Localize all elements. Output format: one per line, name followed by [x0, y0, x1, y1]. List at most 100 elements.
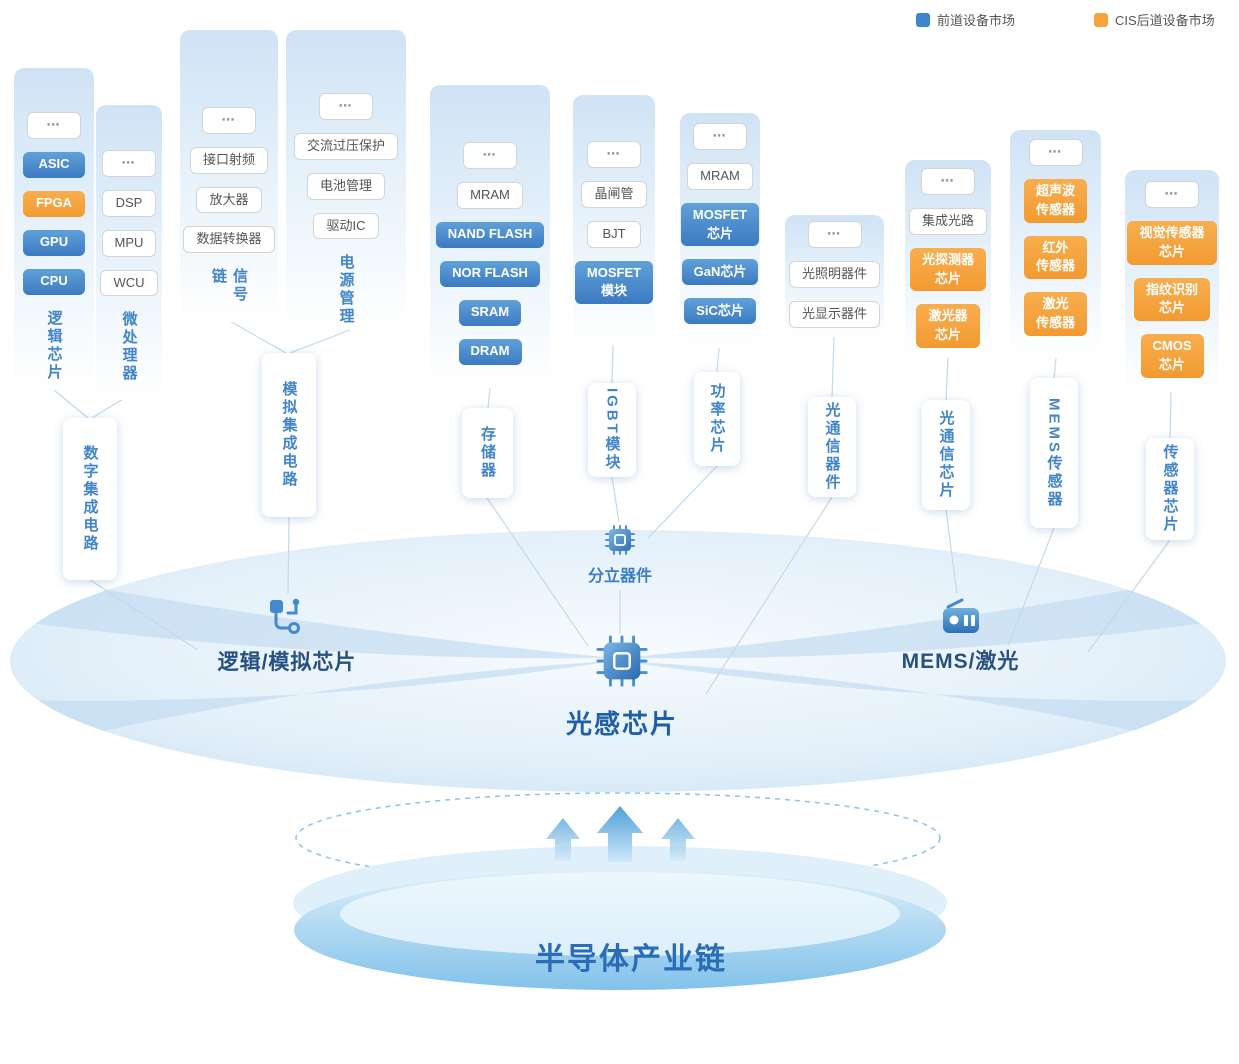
- chip-tag: 红外 传感器: [1023, 235, 1087, 280]
- column-mems-sensors: ⋯ 超声波 传感器 红外 传感器 激光 传感器: [1010, 130, 1101, 358]
- chip-tag: 晶闸管: [581, 180, 647, 208]
- chip-tag: MOSFET 芯片: [680, 202, 760, 247]
- legend-label: CIS后道设备市场: [1115, 13, 1215, 28]
- discrete-devices-node: 分立器件: [575, 524, 665, 586]
- legend-cis-backend-market: CIS后道设备市场: [1094, 10, 1215, 29]
- column-label-signal-chain: 信号链: [210, 268, 248, 305]
- more-button[interactable]: ⋯: [1145, 181, 1199, 208]
- more-button[interactable]: ⋯: [693, 123, 747, 150]
- more-button[interactable]: ⋯: [587, 141, 641, 168]
- chip-tag: DSP: [102, 189, 156, 217]
- chip-tag: WCU: [100, 269, 158, 297]
- chip-tag: ASIC: [23, 151, 85, 178]
- chip-tag: 驱动IC: [313, 212, 379, 240]
- chip-tag: GPU: [23, 229, 85, 256]
- industry-chain-title: 半导体产业链: [535, 943, 727, 976]
- column-igbt-module: ⋯ 晶闸管 BJT MOSFET 模块: [573, 95, 655, 345]
- group-igbt-module: IGBT模块: [588, 383, 636, 477]
- column-optical-chips: ⋯ 集成光路 光探测器 芯片 激光器 芯片: [905, 160, 991, 358]
- chip-tag: SRAM: [458, 299, 522, 326]
- hub-logic-analog-label: 逻辑/模拟芯片: [217, 651, 357, 674]
- chip-tag: 交流过压保护: [293, 132, 398, 160]
- more-button[interactable]: ⋯: [921, 168, 975, 195]
- connector-lines: [53, 319, 1172, 695]
- base-ellipse-highlight: [340, 872, 900, 956]
- group-label: IGBT模块: [603, 388, 621, 472]
- more-button[interactable]: ⋯: [102, 150, 156, 177]
- more-button[interactable]: ⋯: [807, 221, 862, 248]
- chip-tag: FPGA: [23, 190, 85, 217]
- group-label: 存储器: [479, 426, 496, 480]
- column-memory: ⋯ MRAM NAND FLASH NOR FLASH SRAM DRAM: [430, 85, 550, 388]
- more-button[interactable]: ⋯: [202, 107, 256, 134]
- column-power-chips: ⋯ MRAM MOSFET 芯片 GaN芯片 SiC芯片: [680, 113, 760, 348]
- group-optical-devices: 光通信器件: [808, 397, 856, 497]
- up-arrows: [546, 806, 695, 862]
- column-label-power-management: 电源管理: [337, 254, 355, 327]
- group-label: 功率芯片: [708, 383, 726, 455]
- hub-photo-chip-label: 光感芯片: [565, 709, 678, 739]
- column-microprocessors: ⋯ DSP MPU WCU 微处理器: [96, 105, 162, 400]
- converging-rays: [10, 572, 1226, 752]
- legend-blue-swatch: [916, 12, 930, 27]
- chip-tag: NOR FLASH: [440, 260, 540, 287]
- chip-tag: MRAM: [687, 162, 753, 190]
- chip-tag: MRAM: [457, 181, 523, 209]
- hub-logic-analog: 逻辑/模拟芯片: [197, 596, 377, 676]
- group-power-chips: 功率芯片: [694, 372, 740, 466]
- hub-mems-laser-label: MEMS/激光: [901, 650, 1020, 673]
- group-digital-ic: 数字集成电路: [63, 418, 117, 580]
- chip-tag: 接口射频: [189, 146, 268, 174]
- group-mems-sensors: MEMS传感器: [1030, 378, 1078, 528]
- chip-tag: GaN芯片: [681, 259, 759, 286]
- chip-tag: NAND FLASH: [435, 221, 545, 248]
- column-power-management: ⋯ 交流过压保护 电池管理 驱动IC 电源管理: [286, 30, 406, 330]
- chip-tag: CMOS 芯片: [1140, 334, 1204, 378]
- group-memory: 存储器: [462, 408, 513, 498]
- camera-sensor-icon: [942, 598, 979, 633]
- chip-tag: 放大器: [196, 186, 262, 214]
- group-label: 光通信芯片: [937, 410, 955, 500]
- chip-tag: 数据转换器: [183, 226, 275, 254]
- more-button[interactable]: ⋯: [1028, 139, 1083, 166]
- chip-tag: 激光 传感器: [1023, 292, 1087, 336]
- chip-tag: 指纹识别 芯片: [1133, 277, 1210, 322]
- chip-tag: 视觉传感器 芯片: [1127, 220, 1217, 265]
- group-label: 传感器芯片: [1161, 444, 1179, 534]
- chip-tag: DRAM: [458, 338, 522, 365]
- column-sensor-chips: ⋯ 视觉传感器 芯片 指纹识别 芯片 CMOS 芯片: [1125, 170, 1219, 392]
- group-label: 光通信器件: [823, 402, 841, 492]
- more-button[interactable]: ⋯: [27, 112, 81, 139]
- more-button[interactable]: ⋯: [463, 142, 517, 169]
- group-optical-chips: 光通信芯片: [922, 400, 970, 510]
- legend-orange-swatch: [1094, 12, 1108, 27]
- discrete-devices-label: 分立器件: [587, 568, 652, 585]
- group-label: 数字集成电路: [81, 445, 99, 553]
- more-button[interactable]: ⋯: [319, 93, 373, 120]
- chip-tag: 光显示器件: [788, 300, 880, 328]
- group-label: MEMS传感器: [1045, 397, 1063, 509]
- chip-tag: 电池管理: [306, 172, 385, 200]
- chip-icon: [596, 635, 648, 687]
- chip-tag: MPU: [101, 229, 157, 257]
- legend-label: 前道设备市场: [937, 13, 1016, 28]
- hub-mems-laser: MEMS/激光: [878, 597, 1043, 675]
- chip-tag: MOSFET 模块: [574, 260, 654, 305]
- group-sensor-chips: 传感器芯片: [1146, 438, 1194, 540]
- chip-tag: 超声波 传感器: [1023, 178, 1087, 223]
- column-signal-chain: ⋯ 接口射频 放大器 数据转换器 信号链: [180, 30, 278, 322]
- column-label-logic-chips: 逻辑芯片: [45, 309, 63, 382]
- legend-front-end-market: 前道设备市场: [916, 10, 1015, 29]
- chip-tag: SiC芯片: [684, 298, 756, 325]
- chip-tag: 集成光路: [908, 207, 987, 235]
- column-label-microprocessors: 微处理器: [120, 311, 138, 384]
- group-analog-ic: 模拟集成电路: [262, 353, 316, 517]
- hub-photo-chip: 光感芯片: [558, 634, 686, 741]
- chip-tag: 光照明器件: [788, 260, 880, 288]
- circuit-icon: [270, 598, 300, 634]
- discrete-chip-icon: [605, 525, 635, 555]
- column-logic-chips: ⋯ ASIC FPGA GPU CPU 逻辑芯片: [14, 68, 94, 390]
- column-optical-devices: ⋯ 光照明器件 光显示器件: [785, 215, 884, 337]
- chip-tag: BJT: [587, 220, 641, 248]
- chip-tag: 光探测器 芯片: [909, 247, 986, 292]
